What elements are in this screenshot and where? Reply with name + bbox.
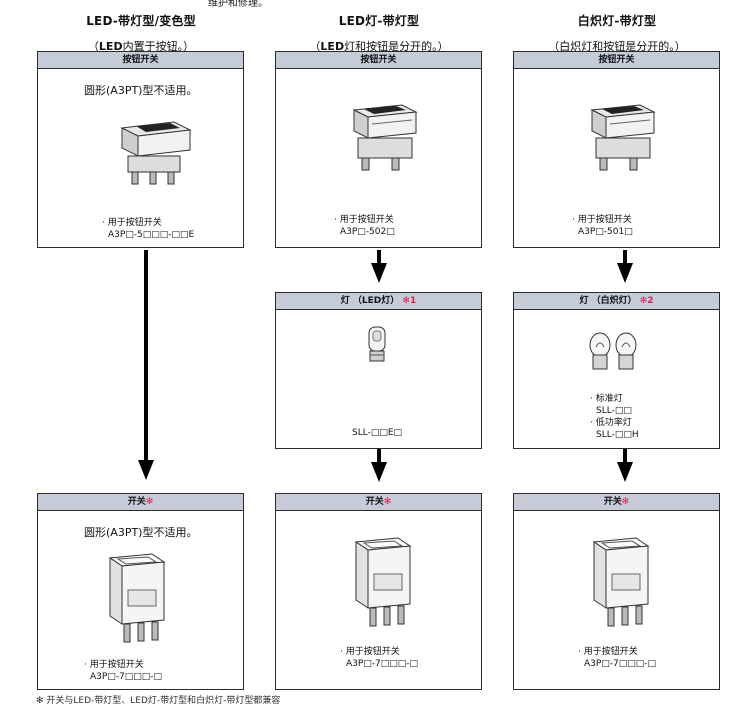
box-header: 灯 （白炽灯） ✻2 bbox=[514, 293, 719, 310]
column-subtitle: （LED内置于按钮。） bbox=[87, 40, 195, 53]
box-note: 圆形(A3PT)型不适用。 bbox=[84, 526, 198, 539]
top-note: 维护和修理。 bbox=[208, 0, 268, 9]
model-number: A3P□-5□□□-□□E bbox=[108, 230, 195, 240]
column-heading-incandescent: 白炽灯-带灯型 （白炽灯和按钮是分开的。） bbox=[514, 12, 720, 54]
column-subtitle: （LED灯和按钮是分开的。） bbox=[309, 40, 449, 53]
box-item: · 用于按钮开关 A3P□-501□ bbox=[572, 214, 633, 238]
incandescent-lamp-illustration bbox=[589, 332, 637, 370]
item-label: · 用于按钮开关 bbox=[578, 647, 638, 657]
model-number: A3P□-7□□□-□ bbox=[584, 659, 657, 669]
pushbutton-illustration bbox=[120, 121, 192, 185]
model-number: SLL-□□H bbox=[596, 430, 639, 440]
flow-arrow bbox=[371, 449, 387, 482]
lamp-box-led: 灯 （LED灯） ✻1 SLL-□□E□ bbox=[275, 292, 482, 449]
switch-illustration bbox=[354, 537, 412, 627]
flow-arrow bbox=[617, 250, 633, 283]
box-header: 按钮开关 bbox=[38, 52, 243, 69]
column-subtitle: （白炽灯和按钮是分开的。） bbox=[548, 40, 686, 53]
box-item: · 用于按钮开关 A3P□-7□□□-□ bbox=[578, 646, 656, 670]
model-number: A3P□-7□□□-□ bbox=[346, 659, 419, 669]
column-title: LED-带灯型/变色型 bbox=[86, 14, 196, 28]
switch-box-led-lamp: 开关✻ · 用于按钮开关 A3P□-7□□□-□ bbox=[275, 493, 482, 690]
item-label: · 用于按钮开关 bbox=[340, 647, 400, 657]
column-heading-led-built-in: LED-带灯型/变色型 （LED内置于按钮。） bbox=[38, 12, 244, 54]
column-heading-led-lamp: LED灯-带灯型 （LED灯和按钮是分开的。） bbox=[276, 12, 482, 54]
item-label: · 用于按钮开关 bbox=[334, 215, 394, 225]
model-number: A3P□-501□ bbox=[578, 227, 633, 237]
flow-arrow-long bbox=[138, 250, 154, 482]
box-item: · 用于按钮开关 A3P□-502□ bbox=[334, 214, 395, 238]
item-label: · 用于按钮开关 bbox=[102, 218, 162, 228]
switch-illustration bbox=[108, 553, 166, 643]
flow-arrow bbox=[617, 449, 633, 482]
column-title: LED灯-带灯型 bbox=[338, 14, 420, 28]
box-header: 开关✻ bbox=[38, 494, 243, 511]
led-lamp-illustration bbox=[368, 326, 386, 362]
box-header: 按钮开关 bbox=[276, 52, 481, 69]
model-number: A3P□-7□□□-□ bbox=[90, 672, 163, 682]
footnote-mark: ✻2 bbox=[639, 296, 654, 306]
box-header: 开关✻ bbox=[276, 494, 481, 511]
model-number: SLL-□□E□ bbox=[352, 428, 403, 438]
item-label: · 标准灯 bbox=[590, 394, 623, 404]
footnote-mark: ✻ bbox=[145, 497, 154, 507]
footnote: ✻ 开关与LED-带灯型、LED灯-带灯型和白炽灯-带灯型都兼容 bbox=[36, 696, 281, 706]
box-item: · 用于按钮开关 A3P□-5□□□-□□E bbox=[102, 217, 194, 241]
column-title: 白炽灯-带灯型 bbox=[577, 14, 657, 28]
model-number: SLL-□□ bbox=[596, 406, 632, 416]
box-item: · 用于按钮开关 A3P□-7□□□-□ bbox=[340, 646, 418, 670]
box-header: 开关✻ bbox=[514, 494, 719, 511]
lamp-box-incandescent: 灯 （白炽灯） ✻2 · 标准灯 SLL-□□ · 低功率灯 SLL-□□H bbox=[513, 292, 720, 449]
box-item: · 用于按钮开关 A3P□-7□□□-□ bbox=[84, 659, 162, 683]
lamp-models: · 标准灯 SLL-□□ · 低功率灯 SLL-□□H bbox=[590, 393, 639, 441]
pushbutton-illustration bbox=[352, 104, 418, 171]
pushbutton-illustration bbox=[590, 104, 656, 171]
footnote-mark: ✻1 bbox=[402, 296, 417, 306]
pushbutton-box-led-lamp: 按钮开关 · 用于按钮开关 A3P□-502□ bbox=[275, 51, 482, 248]
box-note: 圆形(A3PT)型不适用。 bbox=[84, 84, 198, 97]
item-label: · 用于按钮开关 bbox=[84, 660, 144, 670]
switch-box-incandescent: 开关✻ · 用于按钮开关 A3P□-7□□□-□ bbox=[513, 493, 720, 690]
box-header: 灯 （LED灯） ✻1 bbox=[276, 293, 481, 310]
box-header: 按钮开关 bbox=[514, 52, 719, 69]
flow-arrow bbox=[371, 250, 387, 283]
pushbutton-box-led-builtin: 按钮开关 圆形(A3PT)型不适用。 · 用于按钮开关 A3P□-5□□□-□□… bbox=[37, 51, 244, 248]
footnote-mark: ✻ bbox=[621, 497, 630, 507]
item-label: · 用于按钮开关 bbox=[572, 215, 632, 225]
switch-illustration bbox=[592, 537, 650, 627]
pushbutton-box-incandescent: 按钮开关 · 用于按钮开关 A3P□-501□ bbox=[513, 51, 720, 248]
switch-box-led-builtin: 开关✻ 圆形(A3PT)型不适用。 · 用于按钮开关 A3P□-7□□□-□ bbox=[37, 493, 244, 690]
model-number: A3P□-502□ bbox=[340, 227, 395, 237]
item-label: · 低功率灯 bbox=[590, 418, 632, 428]
footnote-mark: ✻ bbox=[383, 497, 392, 507]
